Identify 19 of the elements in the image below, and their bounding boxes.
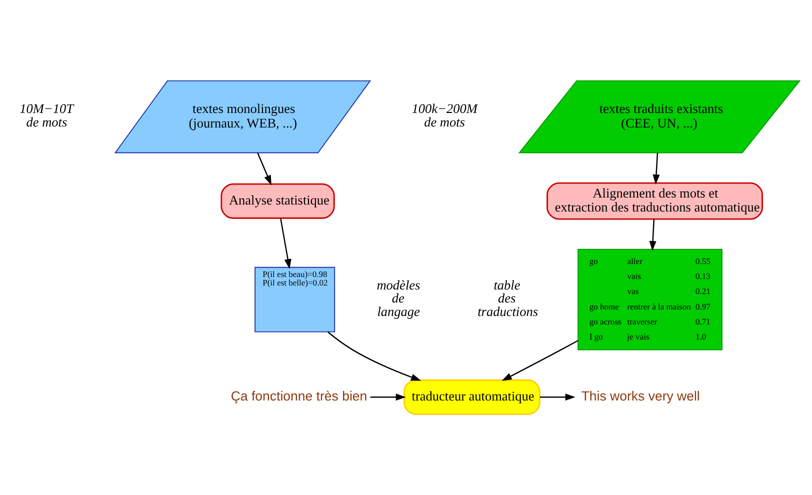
node-box: Analyse statistique — [220, 183, 335, 219]
node-box: traducteur automatique — [404, 379, 540, 415]
arrow — [280, 218, 292, 270]
arrow — [370, 394, 406, 401]
node-box: P(il est beau)=0.98 P(il est belle)=0.02 — [254, 266, 336, 332]
arrow — [540, 394, 576, 401]
node-text: This works very well — [581, 388, 700, 404]
arrow — [328, 332, 422, 381]
node-label: modèles de langage — [376, 277, 420, 319]
node-label: 100k−200M de mots — [412, 101, 478, 130]
node-box: Alignement des mots et extraction des traductions automatique — [546, 182, 763, 220]
arrow — [502, 340, 578, 381]
node-text: Ça fonctionne très bien — [230, 388, 368, 404]
node-label: 10M−10T de mots — [20, 101, 74, 130]
node-box: go aller 0.55 vais 0.13 vas 0.21 go home rentrer à la maison 0.97 go across traverser 0.71 I go je vais 1.0 — [578, 248, 722, 350]
arrow — [649, 219, 656, 252]
arrow — [652, 152, 660, 185]
node-label: table des traductions — [478, 277, 538, 319]
arrow — [257, 152, 272, 186]
